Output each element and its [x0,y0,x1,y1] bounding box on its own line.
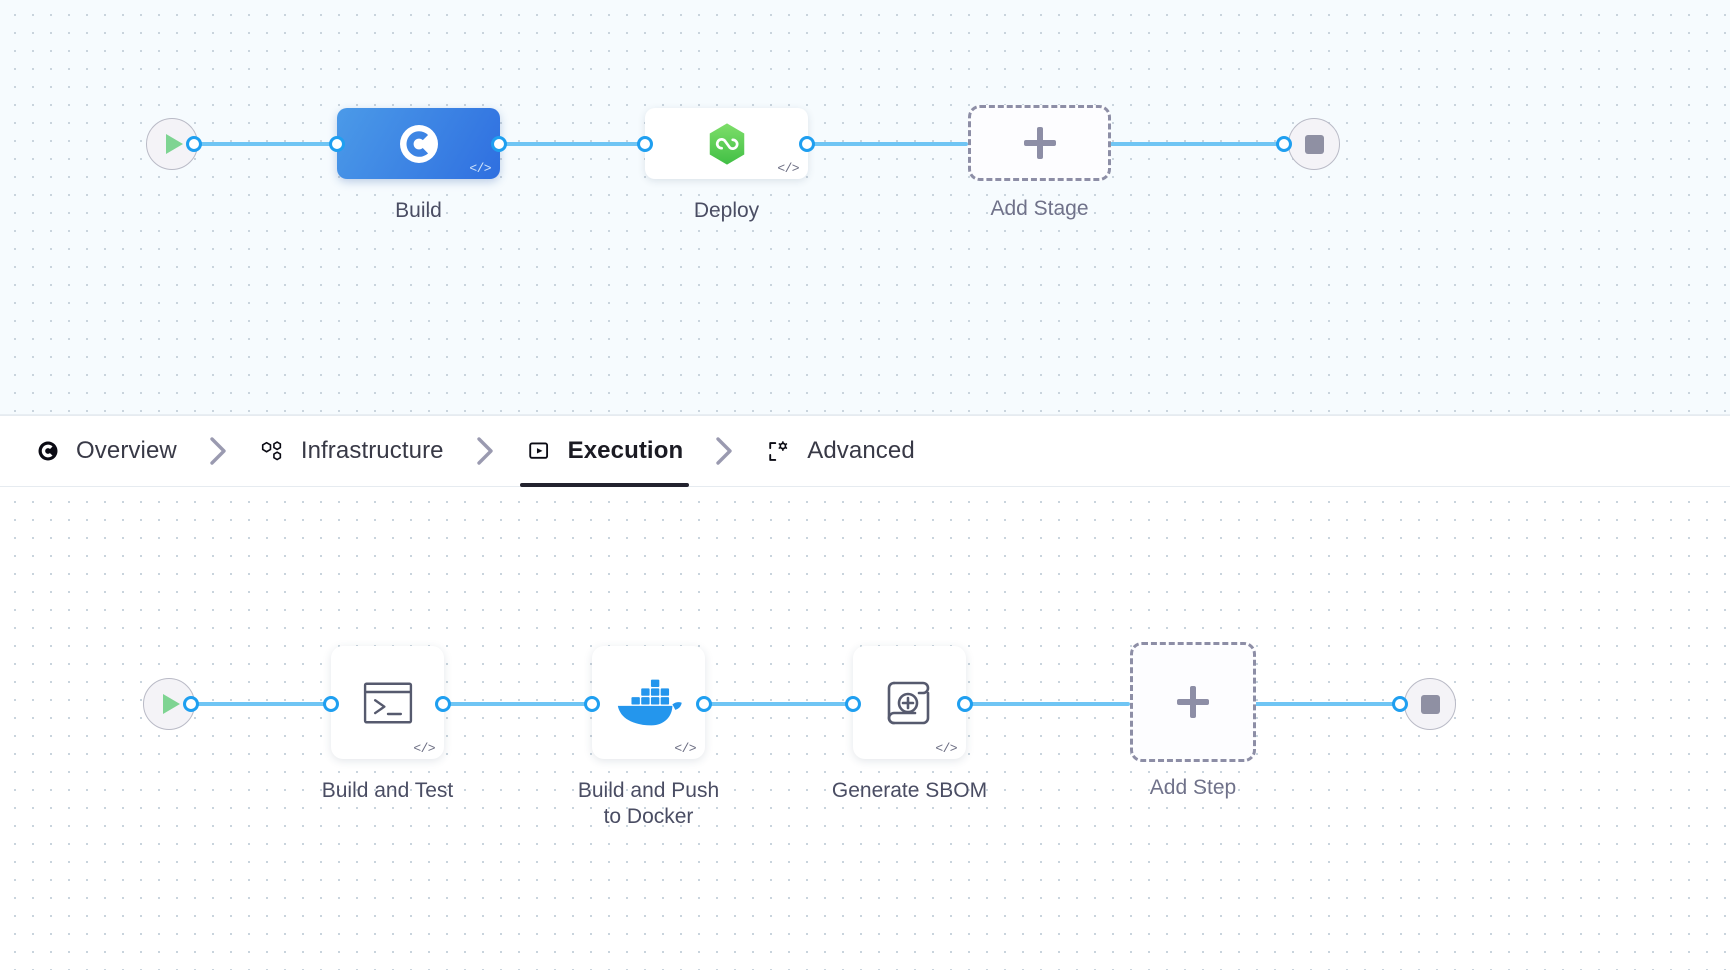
step-label-build-and-test: Build and Test [321,779,454,802]
stage-label-build: Build [395,199,442,222]
edge-addstage-to-end [1110,142,1278,146]
chevron-right-icon [689,416,759,486]
add-step-button[interactable] [1130,642,1256,762]
edge-build-test-to-docker [438,702,608,706]
add-step-label: Add Step [1149,776,1237,799]
infrastructure-icon [259,437,287,465]
step-card-build-and-push-to-docker[interactable]: </> [592,646,705,759]
tab-overview[interactable]: Overview [28,416,183,486]
step-card-build-and-test[interactable]: </> [331,646,444,759]
tab-infrastructure[interactable]: Infrastructure [253,416,450,486]
port-build-in[interactable] [329,136,345,152]
stages-end-node[interactable] [1288,118,1340,170]
code-badge-icon[interactable]: </> [413,741,435,756]
port-docker-out[interactable] [696,696,712,712]
step-card-generate-sbom[interactable]: </> [853,646,966,759]
port-steps-end-in[interactable] [1392,696,1408,712]
edge-start-to-build-test [186,702,344,706]
plus-icon [1177,686,1209,718]
steps-end-node[interactable] [1404,678,1456,730]
terminal-icon [363,682,412,723]
harness-ci-icon [399,124,438,163]
tab-advanced[interactable]: Advanced [759,416,921,486]
port-build-test-in[interactable] [323,696,339,712]
advanced-icon [765,437,793,465]
execution-icon [526,437,554,465]
edge-start-to-build [190,142,342,146]
port-build-test-out[interactable] [435,696,451,712]
step-label-build-and-push-to-docker: Build and Push to Docker [577,779,720,829]
edge-deploy-to-addstage [802,142,968,146]
port-sbom-out[interactable] [957,696,973,712]
add-stage-label: Add Stage [990,197,1089,220]
edge-addstep-to-end [1226,702,1394,706]
docker-icon [617,679,682,725]
edge-docker-to-sbom [700,702,868,706]
step-label-generate-sbom: Generate SBOM [831,779,988,802]
port-start-out[interactable] [186,136,202,152]
code-badge-icon[interactable]: </> [469,161,491,176]
stage-config-tabbar: Overview Infrastructure [0,415,1730,487]
code-badge-icon[interactable]: </> [674,741,696,756]
chevron-right-icon [183,416,253,486]
port-sbom-in[interactable] [845,696,861,712]
play-icon [163,694,180,714]
harness-cd-icon [709,122,744,165]
pipeline-steps-canvas[interactable]: </> Build and Test </> [0,487,1730,970]
tab-execution[interactable]: Execution [519,416,690,487]
overview-icon [34,437,62,465]
stop-icon [1420,694,1440,714]
pipeline-stages-canvas[interactable]: </> Build </> Deploy [0,0,1730,415]
stage-card-build[interactable]: </> [337,108,500,179]
tab-label-execution: Execution [567,437,684,464]
port-docker-in[interactable] [584,696,600,712]
stage-label-deploy: Deploy [693,199,760,222]
stage-card-deploy[interactable]: </> [645,108,808,179]
add-stage-button[interactable] [968,105,1111,181]
port-deploy-out[interactable] [799,136,815,152]
tab-label-advanced: Advanced [807,437,915,464]
port-steps-start-out[interactable] [183,696,199,712]
port-deploy-in[interactable] [637,136,653,152]
play-icon [166,134,183,154]
chevron-right-icon [450,416,520,486]
tab-label-overview: Overview [76,437,177,464]
port-build-out[interactable] [491,136,507,152]
edge-build-to-deploy [494,142,654,146]
tab-label-infrastructure: Infrastructure [300,437,444,464]
edge-sbom-to-addstep [960,702,1130,706]
code-badge-icon[interactable]: </> [777,161,799,176]
port-end-in[interactable] [1276,136,1292,152]
code-badge-icon[interactable]: </> [935,741,957,756]
stop-icon [1304,134,1324,154]
end-circle [1288,118,1340,170]
end-circle [1404,678,1456,730]
sbom-scroll-icon [887,681,929,724]
plus-icon [1023,127,1056,159]
